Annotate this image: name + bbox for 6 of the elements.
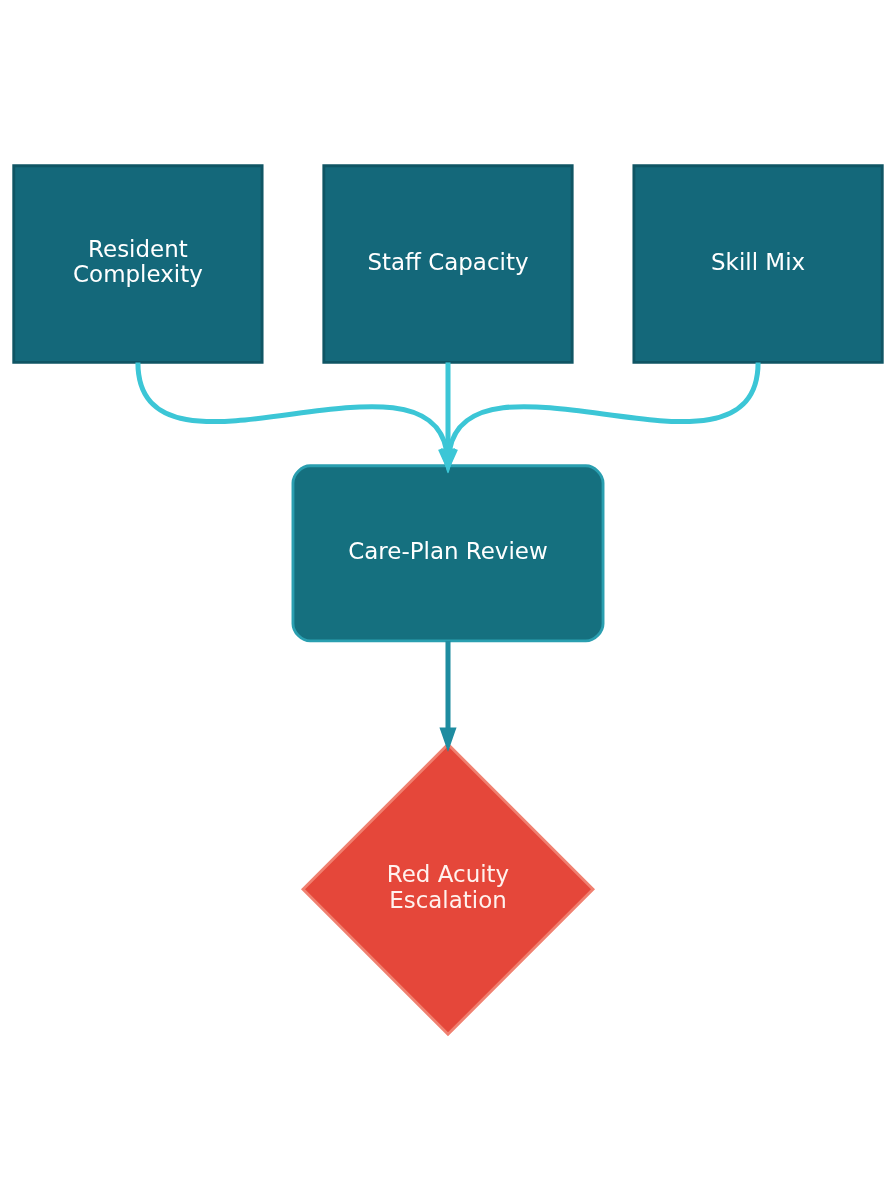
node-box: Staff Capacity bbox=[322, 164, 574, 364]
node-box: Skill Mix bbox=[632, 164, 884, 364]
arrow bbox=[439, 640, 457, 752]
node-box: Care-Plan Review bbox=[291, 464, 605, 643]
node-diamond: Red Acuity Escalation bbox=[301, 742, 595, 1037]
node-box: Resident Complexity bbox=[12, 164, 264, 364]
